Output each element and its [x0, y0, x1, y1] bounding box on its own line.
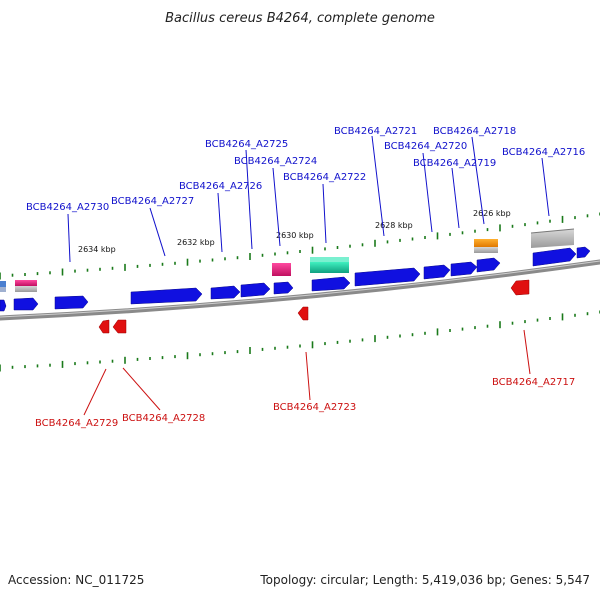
forward-gene-A2721[interactable]: [354, 267, 421, 287]
forward-gene-A2725[interactable]: [240, 282, 271, 298]
feature-box-left-edge[interactable]: [0, 281, 6, 292]
inner-tick-ring: [0, 310, 600, 372]
gene-label-A2716[interactable]: BCB4264_A2716: [502, 147, 585, 158]
reverse-gene-A2728[interactable]: [112, 319, 127, 334]
reverse-label-leaders: [83, 329, 531, 416]
scale-label-2632: 2632 kbp: [177, 238, 215, 247]
forward-gene-A2730-neighbor[interactable]: [13, 297, 39, 311]
forward-gene-A2720[interactable]: [423, 264, 451, 280]
scale-label-2634: 2634 kbp: [78, 245, 116, 254]
rna-feature-gray[interactable]: [530, 228, 575, 248]
gene-label-A2718[interactable]: BCB4264_A2718: [433, 126, 516, 137]
gene-label-A2717[interactable]: BCB4264_A2717: [492, 377, 575, 388]
forward-label-leaders: [67, 135, 550, 263]
forward-gene-edge[interactable]: [0, 299, 7, 312]
chromosome-backbone: [0, 259, 600, 321]
gene-label-A2721[interactable]: BCB4264_A2721: [334, 126, 417, 137]
forward-gene-A2719[interactable]: [450, 261, 478, 277]
reverse-gene-A2723[interactable]: [297, 306, 309, 321]
forward-gene-A2727[interactable]: [130, 287, 203, 305]
forward-gene-edge-right[interactable]: [576, 246, 591, 259]
rna-feature-teal[interactable]: [310, 257, 349, 273]
reverse-genes-track: [98, 279, 530, 334]
gene-label-A2730[interactable]: BCB4264_A2730: [26, 202, 109, 213]
rna-feature-left[interactable]: [15, 280, 37, 292]
forward-gene-A2726[interactable]: [210, 285, 241, 300]
reverse-gene-A2729[interactable]: [98, 319, 110, 334]
chromosome-backbone-highlight: [0, 260, 600, 318]
outer-tick-ring: [0, 212, 600, 280]
gene-label-A2725[interactable]: BCB4264_A2725: [205, 139, 288, 150]
gene-label-A2729[interactable]: BCB4264_A2729: [35, 418, 118, 429]
gene-label-A2724[interactable]: BCB4264_A2724: [234, 156, 317, 167]
gene-label-A2726[interactable]: BCB4264_A2726: [179, 181, 262, 192]
topology-text: Topology: circular; Length: 5,419,036 bp…: [260, 573, 590, 587]
gene-label-A2728[interactable]: BCB4264_A2728: [122, 413, 205, 424]
scale-label-2626: 2626 kbp: [473, 209, 511, 218]
scale-label-2628: 2628 kbp: [375, 221, 413, 230]
gene-label-A2722[interactable]: BCB4264_A2722: [283, 172, 366, 183]
gene-label-A2727[interactable]: BCB4264_A2727: [111, 196, 194, 207]
forward-gene-A2716[interactable]: [532, 247, 577, 267]
forward-gene-A2722[interactable]: [311, 276, 351, 292]
forward-gene-A2724[interactable]: [273, 281, 294, 295]
map-title: Bacillus cereus B4264, complete genome: [165, 11, 435, 26]
forward-gene-A2730[interactable]: [54, 295, 89, 310]
gene-label-A2720[interactable]: BCB4264_A2720: [384, 141, 467, 152]
gene-label-A2723[interactable]: BCB4264_A2723: [273, 402, 356, 413]
rna-feature-magenta[interactable]: [272, 263, 291, 276]
forward-gene-A2718[interactable]: [476, 257, 501, 273]
gene-label-A2719[interactable]: BCB4264_A2719: [413, 158, 496, 169]
accession-text: Accession: NC_011725: [8, 573, 145, 587]
reverse-gene-A2717[interactable]: [510, 279, 530, 296]
rna-feature-orange[interactable]: [474, 239, 498, 253]
forward-genes-track: [0, 246, 591, 312]
scale-label-2630: 2630 kbp: [276, 231, 314, 240]
